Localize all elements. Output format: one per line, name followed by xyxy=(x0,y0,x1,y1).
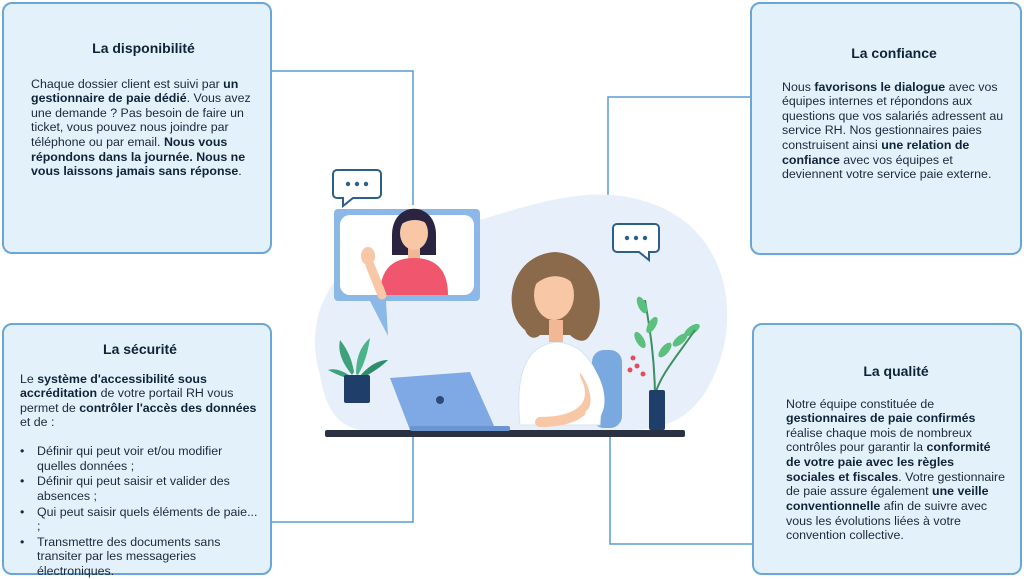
card-text: Chaque dossier client est suivi par un g… xyxy=(31,77,256,179)
woman-at-desk xyxy=(511,252,605,427)
list-item: Définir qui peut voir et/ou modifier que… xyxy=(20,444,260,473)
card-disponibilite: La disponibilité Chaque dossier client e… xyxy=(2,2,272,254)
illustration-video-call xyxy=(314,169,728,437)
plant-icon xyxy=(328,338,388,403)
text-segment: avec vos équipes internes et répondons a… xyxy=(782,79,1004,153)
card-securite: La sécurité Le système d'accessibilité s… xyxy=(2,323,272,578)
connector-dispo xyxy=(272,70,414,205)
text-segment: réalise chaque mois de nombreux contrôle… xyxy=(786,425,972,455)
card-title: La sécurité xyxy=(103,341,177,357)
bold-text: favorisons le dialogue xyxy=(814,79,946,94)
list-item: Qui peut saisir quels éléments de paie..… xyxy=(20,505,260,534)
bold-text: Nous vous répondons dans la journée. Nou… xyxy=(31,135,246,179)
chat-bubble-icon xyxy=(612,223,660,263)
bold-text: système d'accessibilité sous accréditati… xyxy=(20,371,207,401)
text-segment: Notre équipe constituée de xyxy=(786,396,935,411)
chat-bubble-icon xyxy=(332,169,382,209)
list-item: Définir qui peut saisir et valider des a… xyxy=(20,474,260,503)
text-segment: afin de suivre avec vous les évolutions … xyxy=(786,498,988,543)
bold-text: un gestionnaire de paie dédié xyxy=(31,76,239,106)
text-segment: . Votre gestionnaire de paie assure égal… xyxy=(786,469,1006,499)
list-item: Transmettre des documents sans transiter… xyxy=(20,535,260,579)
plant-icon xyxy=(627,296,700,430)
text-segment: . Vous avez une demande ? Pas besoin de … xyxy=(31,91,251,150)
card-confiance: La confiance Nous favorisons le dialogue… xyxy=(750,2,1022,255)
card-qualite: La qualité Notre équipe constituée de ge… xyxy=(752,323,1022,575)
card-title: La qualité xyxy=(863,363,929,379)
video-call-window xyxy=(334,208,480,336)
text-segment: avec vos équipes et deviennent votre ser… xyxy=(782,152,992,182)
bold-text: contrôler l'accès des données xyxy=(79,400,257,415)
desk xyxy=(325,430,685,437)
card-text: Nous favorisons le dialogue avec vos équ… xyxy=(782,80,1006,182)
text-segment: Chaque dossier client est suivi par xyxy=(31,76,224,91)
text-segment: Nous xyxy=(782,79,815,94)
text-segment: de votre portail RH vous permet de xyxy=(20,386,234,415)
card-text: Notre équipe constituée de gestionnaires… xyxy=(786,397,1006,543)
card-title: La confiance xyxy=(851,45,937,61)
laptop-icon xyxy=(390,372,510,431)
card-text: Le système d'accessibilité sous accrédit… xyxy=(20,372,260,431)
bold-text: conformité de votre paie avec les règles… xyxy=(786,440,991,484)
card-list: Définir qui peut voir et/ou modifier que… xyxy=(20,444,260,579)
bold-text: gestionnaires de paie confirmés xyxy=(786,411,976,426)
card-title: La disponibilité xyxy=(92,40,195,56)
bold-text: une relation de confiance xyxy=(782,138,970,167)
text-segment: et de : xyxy=(20,415,55,430)
connector-securite xyxy=(272,430,414,523)
connector-qualite xyxy=(609,430,752,545)
text-segment: Le xyxy=(20,371,38,386)
text-segment: . xyxy=(238,164,242,179)
bold-text: une veille conventionnelle xyxy=(786,484,989,513)
